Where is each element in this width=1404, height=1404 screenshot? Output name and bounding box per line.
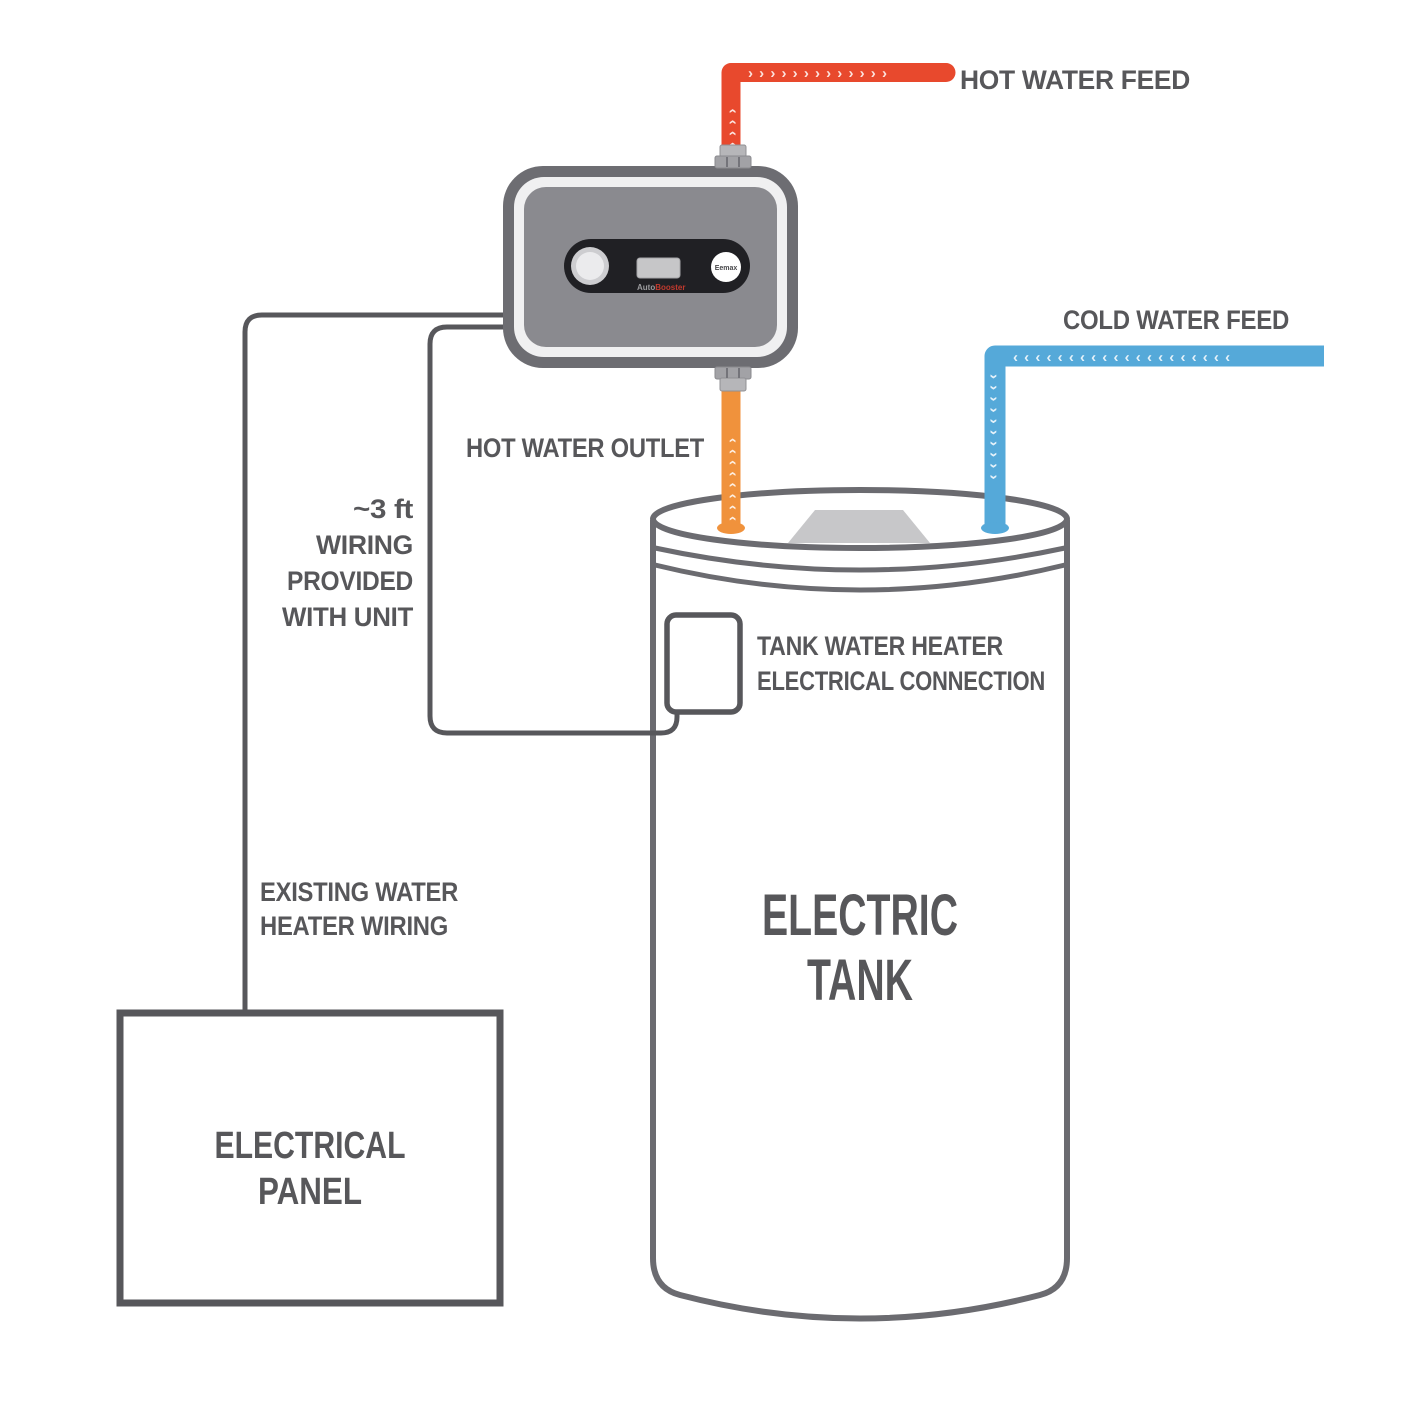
hot-water-outlet-label: HOT WATER OUTLET [466, 433, 705, 463]
unit-provided-wire [427, 324, 680, 736]
tank-seam-upper [654, 545, 1066, 573]
existing-wiring-label: EXISTING WATER HEATER WIRING [260, 877, 458, 941]
flow-arrows-down-icon: › › › › › › › › › › [986, 374, 1003, 480]
cold-water-feed-pipe-path [984, 345, 1324, 524]
cold-water-feed-pipe: ‹ ‹ ‹ ‹ ‹ ‹ ‹ ‹ ‹ ‹ ‹ ‹ ‹ ‹ ‹ ‹ ‹ ‹ ‹ ‹ … [981, 345, 1324, 534]
flow-arrows-right-icon: › › › › › › › › › › › › › [748, 65, 888, 82]
electric-tank-line1: ELECTRIC [762, 883, 958, 948]
flow-arrows-left-icon: ‹ ‹ ‹ ‹ ‹ ‹ ‹ ‹ ‹ ‹ ‹ ‹ ‹ ‹ ‹ ‹ ‹ ‹ ‹ ‹ [1013, 349, 1231, 366]
wiring-note-line2: WIRING [316, 530, 413, 560]
tank-electrical-connection-box [664, 612, 743, 715]
cold-water-feed-label: COLD WATER FEED [1063, 305, 1289, 335]
flow-arrows-up-icon: › › › › › › › › [724, 437, 741, 521]
top-pipe-fitting [714, 144, 752, 169]
electrical-panel-box [116, 1009, 504, 1307]
tank-body [650, 520, 1070, 1322]
tank-seam-lower [654, 562, 1066, 593]
wiring-note-label: ~3 ft WIRING PROVIDED WITH UNIT [282, 494, 414, 632]
hot-water-feed-label: HOT WATER FEED [960, 65, 1190, 95]
unit-display [636, 257, 681, 279]
electric-tank-label: ELECTRIC TANK [762, 883, 958, 1013]
hot-water-feed-pipe-path [721, 63, 956, 160]
existing-wiring-line2: HEATER WIRING [260, 911, 448, 941]
tank-connection-line2: ELECTRICAL CONNECTION [757, 666, 1045, 696]
temperature-knob-cap [576, 252, 604, 280]
outlet-pipe-flange [717, 522, 745, 534]
wiring-note-line3: PROVIDED [287, 566, 413, 596]
electrical-panel-label: ELECTRICAL PANEL [215, 1125, 406, 1213]
flow-arrows-up-icon: › › › › [724, 108, 741, 147]
electric-tank-line2: TANK [807, 948, 913, 1013]
booster-unit: AutoBooster Eemax [503, 144, 798, 392]
hot-water-outlet-pipe: › › › › › › › › [717, 388, 745, 534]
wiring-note-line1: ~3 ft [353, 494, 413, 524]
bottom-pipe-fitting [714, 366, 752, 392]
tank-connection-line1: TANK WATER HEATER [757, 631, 1003, 661]
electrical-panel-line2: PANEL [258, 1171, 362, 1213]
hot-water-feed-pipe: › › › › › › › › › › › › › › › › › [721, 63, 956, 160]
brand-logo-text: Eemax [715, 265, 738, 272]
existing-water-heater-wire [242, 312, 507, 1016]
electrical-panel-line1: ELECTRICAL [215, 1125, 406, 1167]
brand-logo-badge [711, 252, 741, 282]
electric-tank [650, 487, 1070, 1322]
wiring-note-line4: WITH UNIT [282, 602, 414, 632]
tank-connection-label: TANK WATER HEATER ELECTRICAL CONNECTION [757, 631, 1045, 696]
existing-wiring-line1: EXISTING WATER [260, 877, 458, 907]
tank-top-plate [788, 510, 930, 543]
unit-brand-label: AutoBooster [637, 283, 685, 292]
cold-pipe-flange [981, 522, 1009, 534]
